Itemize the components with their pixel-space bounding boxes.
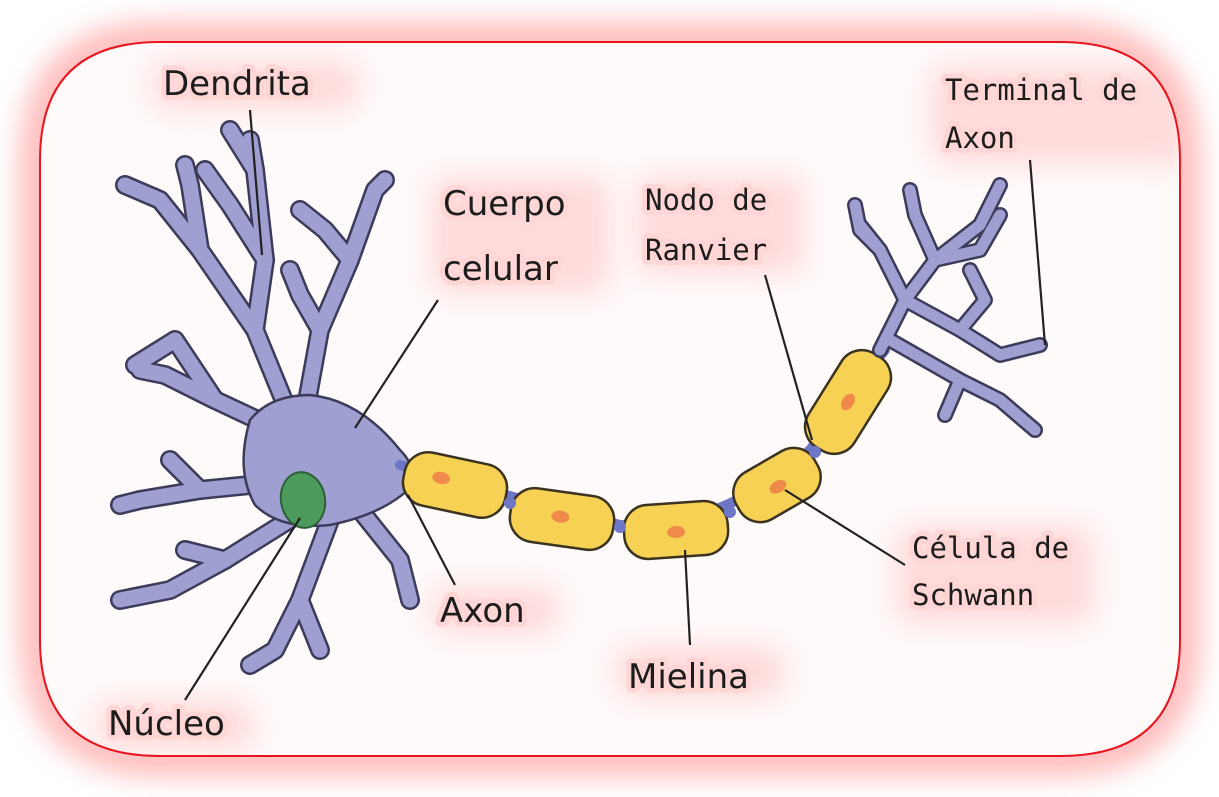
label-myelin: Mielina: [628, 657, 749, 697]
label-schwann-line2: Schwann: [912, 578, 1034, 612]
label-node-line2: Ranvier: [645, 233, 767, 267]
label-terminal-line2: Axon: [945, 121, 1015, 155]
label-dendrite: Dendrita: [163, 64, 311, 104]
label-terminal-line1: Terminal de: [945, 73, 1137, 107]
label-cell-body-line1: Cuerpo: [443, 184, 566, 224]
leader-lines: [184, 109, 1047, 701]
axon-terminals: [847, 177, 1048, 438]
label-nucleus: Núcleo: [108, 704, 225, 744]
myelin-sheaths: [401, 348, 893, 561]
label-node-line1: Nodo de: [645, 183, 767, 217]
label-axon: Axon: [440, 591, 525, 631]
label-schwann-line1: Célula de: [912, 531, 1069, 565]
frame-border: [39, 41, 1181, 757]
nucleus-shape: [279, 471, 327, 529]
dendrites: [110, 120, 420, 675]
diagram-content: [95, 60, 1180, 750]
label-cell-body-line2: celular: [443, 249, 558, 289]
